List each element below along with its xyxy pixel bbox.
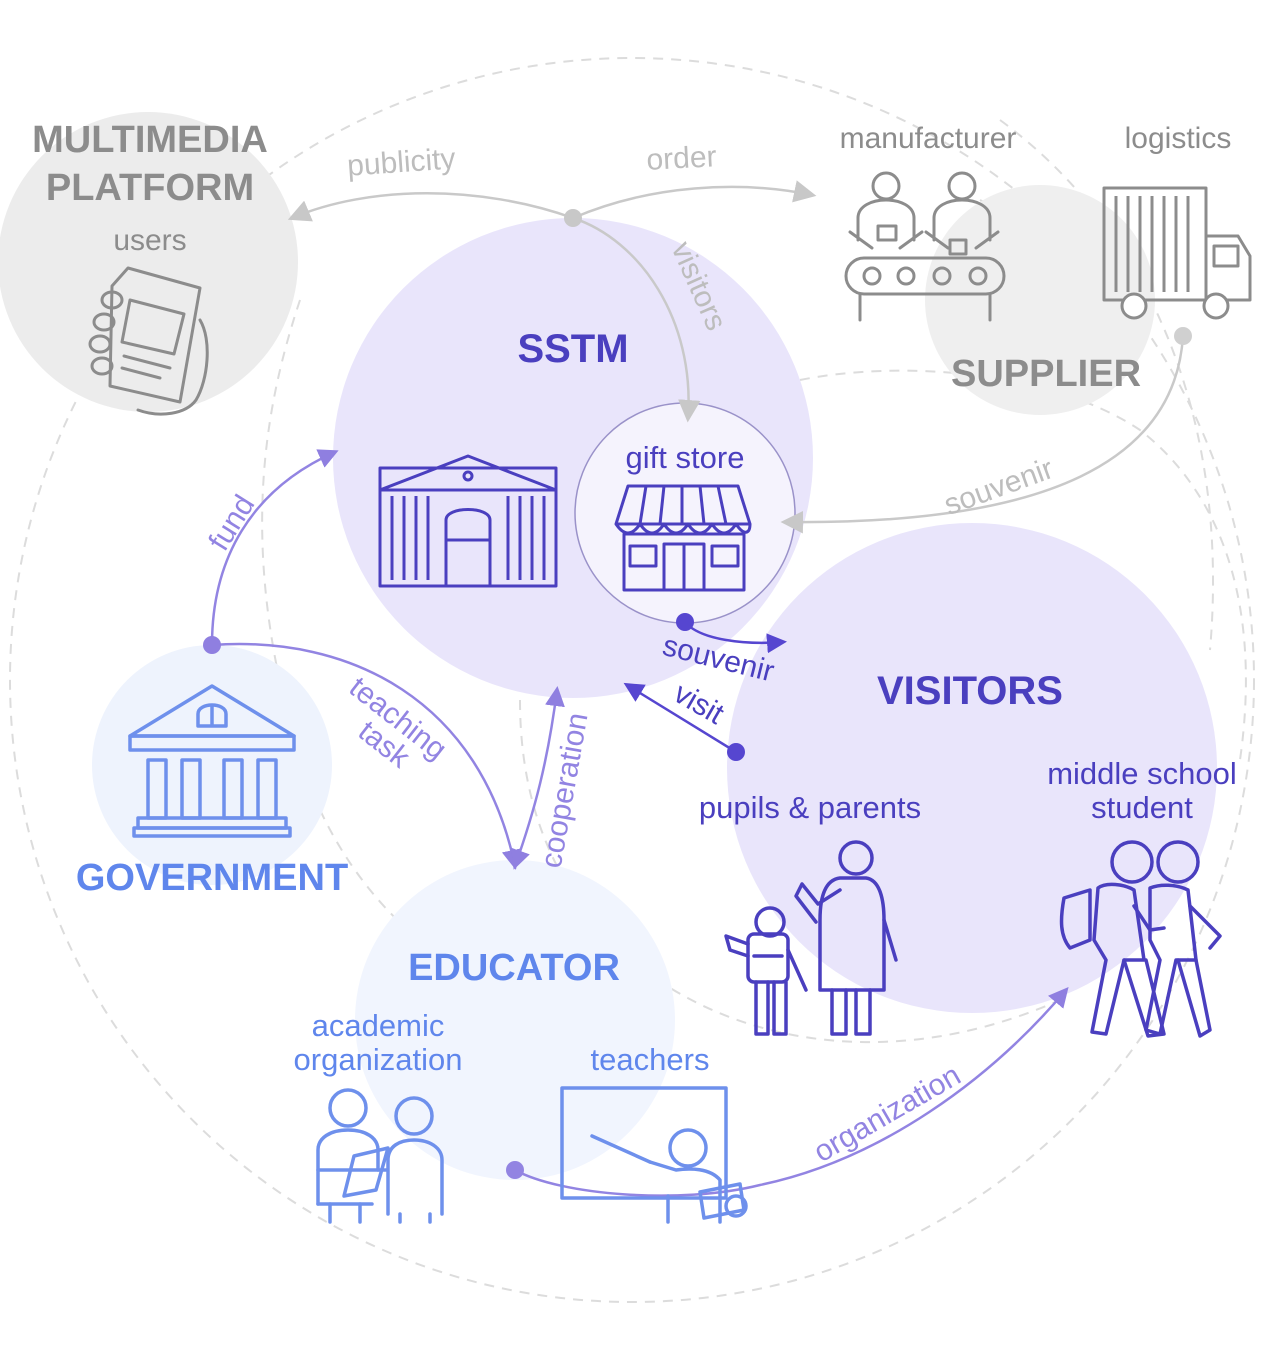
logistics-label: logistics	[1125, 122, 1232, 155]
teachers-label: teachers	[591, 1042, 710, 1077]
users-label: users	[113, 224, 186, 257]
educator-circle	[355, 860, 675, 1180]
publicity-label: publicity	[346, 142, 456, 182]
visit-label: visit	[668, 677, 730, 732]
order-node-dot	[564, 209, 582, 227]
gift-store-node-dot	[676, 613, 694, 631]
visit-arrow	[623, 682, 737, 754]
smartphone-hand-icon	[88, 266, 209, 416]
teacher-board-icon	[560, 1086, 748, 1224]
multimedia-title-line-1: MULTIMEDIA	[32, 119, 268, 161]
visitors-title: VISITORS	[877, 669, 1063, 713]
middle-school-label-line-1: middle school	[1047, 756, 1237, 791]
sstm-title: SSTM	[517, 327, 628, 371]
government-building-icon	[128, 684, 296, 838]
visitors-circle	[727, 523, 1217, 1013]
government-node-dot	[203, 636, 221, 654]
organization-label: organization	[808, 1059, 966, 1169]
order-label: order	[646, 140, 718, 177]
storefront-icon	[614, 484, 752, 592]
middle-school-label-line-2: student	[1091, 790, 1193, 825]
gray-flows	[287, 180, 1185, 534]
souvenir-supplier-label: souvenir	[940, 452, 1058, 522]
academic-organization-line-2: organization	[294, 1042, 463, 1077]
pupils-parents-label: pupils & parents	[699, 790, 921, 825]
teaching-task-arrow	[211, 642, 522, 870]
fund-label: fund	[202, 489, 261, 556]
publicity-arrow	[287, 192, 574, 222]
child-parent-icon	[724, 840, 898, 1036]
factory-workers-icon	[844, 171, 1006, 322]
manufacturer-label: manufacturer	[840, 122, 1017, 155]
delivery-truck-icon	[1102, 186, 1252, 320]
cooperation-label: cooperation	[535, 710, 595, 870]
supplier-node-dot	[1174, 327, 1192, 345]
order-arrow	[572, 180, 817, 220]
cooperation-arrow	[510, 686, 565, 870]
government-title: GOVERNMENT	[76, 857, 348, 899]
academic-organization-line-1: academic	[312, 1008, 445, 1043]
visitors-node-dot	[727, 743, 745, 761]
museum-building-icon	[378, 454, 558, 588]
study-group-icon	[316, 1088, 444, 1224]
educator-title: EDUCATOR	[408, 947, 620, 989]
multimedia-title-line-2: PLATFORM	[46, 167, 254, 209]
organization-arrow	[514, 986, 1069, 1197]
visitors-arrow	[572, 216, 701, 423]
multimedia-circle	[0, 112, 298, 412]
gift-store-label: gift store	[626, 440, 745, 475]
students-walking-icon	[1059, 840, 1222, 1038]
fund-arrow	[210, 449, 339, 646]
souvenir-supplier-arrow	[780, 335, 1185, 534]
supplier-title: SUPPLIER	[951, 353, 1141, 395]
violet-flows	[210, 449, 1069, 1197]
educator-node-dot	[506, 1161, 524, 1179]
government-circle	[92, 645, 332, 885]
